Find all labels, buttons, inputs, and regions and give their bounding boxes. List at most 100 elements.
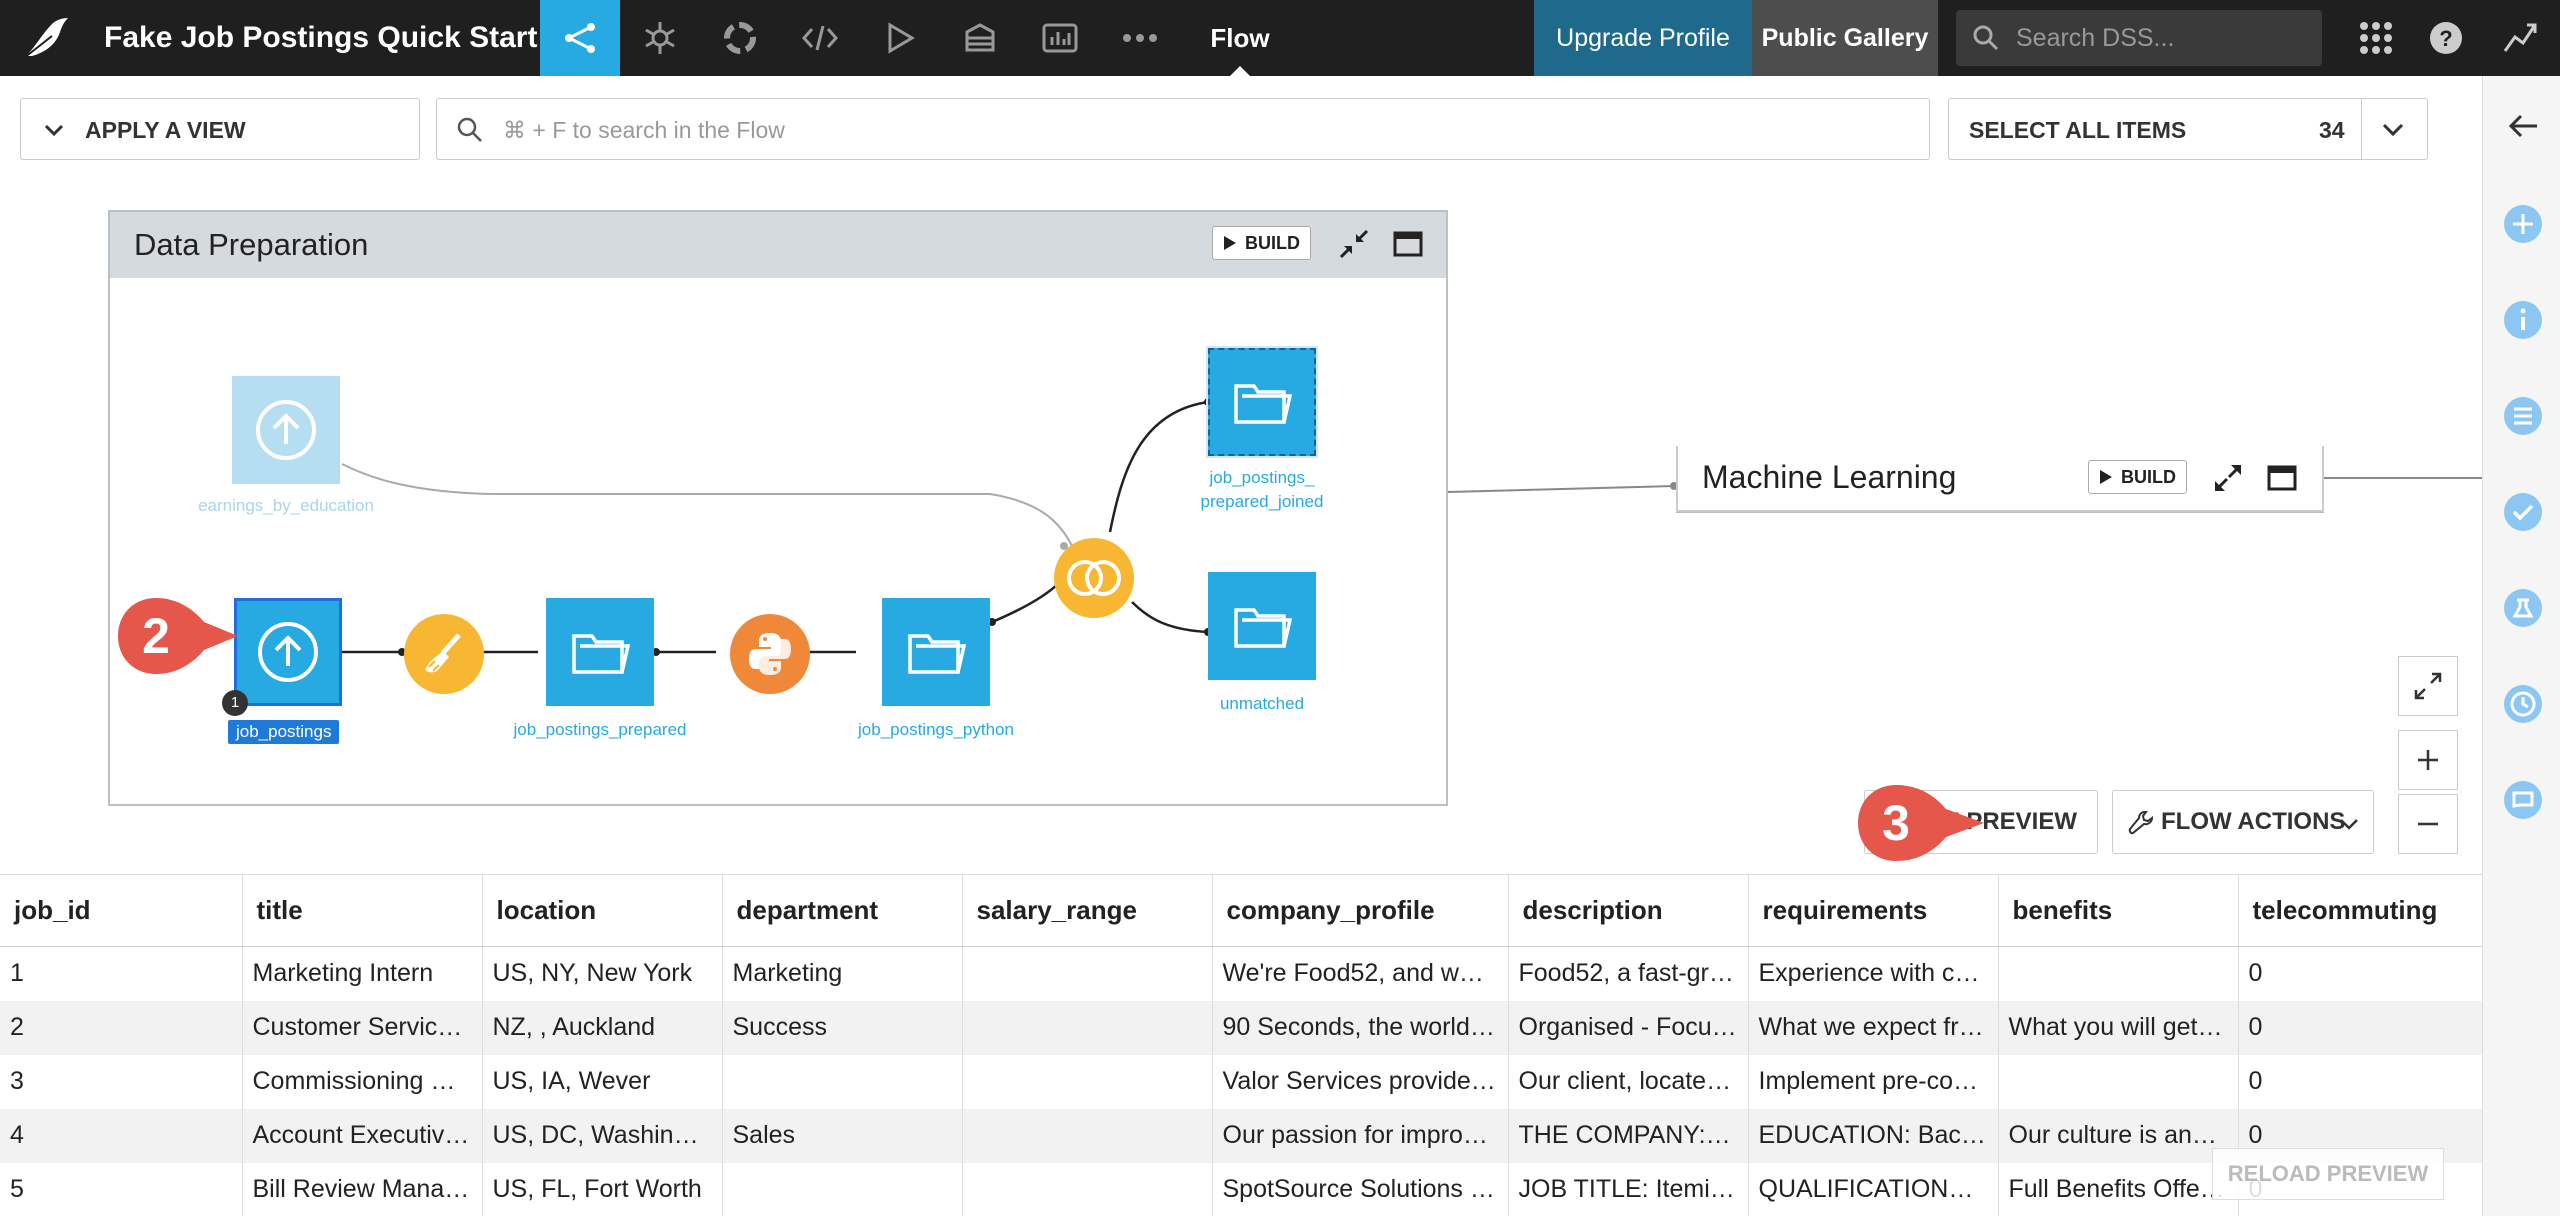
- code-icon[interactable]: [780, 0, 860, 76]
- dataset-job-postings[interactable]: [234, 598, 342, 706]
- table-cell: 90 Seconds, the worlds Cloud Video Produ…: [1212, 1000, 1509, 1055]
- table-cell: Experience with content: [1748, 946, 1999, 1001]
- current-page-flow[interactable]: Flow: [1210, 23, 1270, 53]
- table-cell: [1998, 1054, 2239, 1109]
- fit-to-screen-icon[interactable]: [2398, 656, 2458, 716]
- activity-chart-icon[interactable]: [2496, 14, 2544, 62]
- dataset-unmatched[interactable]: [1208, 572, 1316, 680]
- column-header[interactable]: description: [1508, 874, 1749, 947]
- search-icon: [457, 117, 482, 142]
- history-clock-icon[interactable]: [2503, 684, 2543, 724]
- table-cell: Our client, located in Houston: [1508, 1054, 1749, 1109]
- column-header[interactable]: salary_range: [962, 874, 1213, 947]
- column-header[interactable]: telecommuting: [2238, 874, 2482, 947]
- table-cell: What you will get from us: [1998, 1000, 2239, 1055]
- apps-grid-icon[interactable]: [2352, 14, 2400, 62]
- flow-actions-button[interactable]: FLOW ACTIONS: [2112, 790, 2374, 854]
- select-all-items-button[interactable]: SELECT ALL ITEMS 34: [1948, 98, 2428, 160]
- dataset-label: job_postings: [228, 720, 340, 744]
- column-header[interactable]: title: [242, 874, 483, 947]
- datasets-icon[interactable]: [940, 0, 1020, 76]
- divider: [2361, 99, 2362, 159]
- join-recipe-icon[interactable]: [1054, 538, 1134, 618]
- prepare-recipe-brush-icon[interactable]: [404, 614, 484, 694]
- dataiku-bird-logo[interactable]: [22, 16, 72, 60]
- discussion-badge[interactable]: 1: [222, 690, 248, 716]
- dataset-label: job_postings_python: [858, 720, 1014, 739]
- dataset-label: unmatched: [1219, 694, 1305, 713]
- table-cell: Food52, a fast-growing: [1508, 946, 1749, 1001]
- table-cell: THE COMPANY: ESRI: [1508, 1108, 1749, 1163]
- column-header[interactable]: benefits: [1998, 874, 2239, 947]
- table-row[interactable]: 4 Account Executive - Washington DC US, …: [0, 1108, 2482, 1163]
- table-cell: [962, 1162, 1213, 1216]
- table-cell: EDUCATION: Bachelor's: [1748, 1108, 1999, 1163]
- column-header[interactable]: job_id: [0, 874, 243, 947]
- search-icon: [1973, 25, 1999, 51]
- table-cell: QUALIFICATIONS: RN license: [1748, 1162, 1999, 1216]
- back-arrow-icon[interactable]: [2503, 106, 2543, 146]
- dataset-earnings-by-education[interactable]: [232, 376, 340, 484]
- collapse-icon[interactable]: [1334, 224, 1374, 264]
- table-cell: Full Benefits Offered: [1998, 1162, 2239, 1216]
- dataset-job-postings-python[interactable]: [882, 598, 990, 706]
- dashboard-icon[interactable]: [1020, 0, 1100, 76]
- zone-build-button[interactable]: BUILD: [1212, 226, 1311, 260]
- public-gallery-button[interactable]: Public Gallery: [1752, 0, 1938, 76]
- play-icon: [2100, 470, 2112, 484]
- chevron-down-icon[interactable]: [2381, 121, 2405, 139]
- info-icon[interactable]: [2503, 300, 2543, 340]
- table-cell: US, DC, Washington: [482, 1108, 723, 1163]
- table-cell: US, NY, New York: [482, 946, 723, 1001]
- zone-title: Data Preparation: [134, 227, 369, 262]
- discussions-icon[interactable]: [2503, 780, 2543, 820]
- zone-machine-learning[interactable]: Machine Learning BUILD: [1676, 446, 2324, 512]
- table-cell: Implement pre-commissioning: [1748, 1054, 1999, 1109]
- column-header[interactable]: requirements: [1748, 874, 1999, 947]
- table-cell: 4: [0, 1108, 243, 1163]
- maximize-window-icon[interactable]: [1388, 224, 1428, 264]
- table-cell: [962, 946, 1213, 1001]
- python-recipe-icon[interactable]: [730, 614, 810, 694]
- flow-actions-label: FLOW ACTIONS: [2161, 808, 2346, 835]
- global-search-placeholder: Search DSS...: [2016, 24, 2175, 52]
- maximize-window-icon[interactable]: [2262, 458, 2302, 498]
- dataset-job-postings-prepared[interactable]: [546, 598, 654, 706]
- table-row[interactable]: 2 Customer Service - Cloud Video Product…: [0, 1000, 2482, 1055]
- zoom-in-icon[interactable]: [2398, 730, 2458, 790]
- help-icon[interactable]: ?: [2422, 14, 2470, 62]
- table-row[interactable]: 5 Bill Review Manager US, FL, Fort Worth…: [0, 1162, 2482, 1216]
- deploy-icon[interactable]: [700, 0, 780, 76]
- table-cell: 3: [0, 1054, 243, 1109]
- chevron-down-icon: [44, 124, 64, 137]
- flow-search-input[interactable]: ⌘ + F to search in the Flow: [436, 98, 1930, 160]
- more-icon[interactable]: [1100, 0, 1180, 76]
- table-cell: [962, 1108, 1213, 1163]
- table-cell: [1998, 946, 2239, 1001]
- table-row[interactable]: 1 Marketing Intern US, NY, New York Mark…: [0, 946, 2482, 1001]
- details-list-icon[interactable]: [2503, 396, 2543, 436]
- column-header[interactable]: company_profile: [1212, 874, 1509, 947]
- column-header[interactable]: location: [482, 874, 723, 947]
- zoom-out-icon[interactable]: [2398, 794, 2458, 854]
- global-search-input[interactable]: Search DSS...: [1956, 10, 2322, 66]
- lab-flask-icon[interactable]: [2503, 588, 2543, 628]
- table-row[interactable]: 3 Commissioning Machinery Assistant (CMA…: [0, 1054, 2482, 1109]
- zone-build-button[interactable]: BUILD: [2088, 460, 2187, 494]
- table-header-row: job_id title location department salary_…: [0, 874, 2482, 947]
- expand-icon[interactable]: [2208, 458, 2248, 498]
- callout-step-3: 3: [1856, 783, 1996, 868]
- reload-preview-button[interactable]: RELOAD PREVIEW: [2212, 1148, 2444, 1200]
- checkmark-icon[interactable]: [2503, 492, 2543, 532]
- add-icon[interactable]: [2503, 204, 2543, 244]
- column-header[interactable]: department: [722, 874, 963, 947]
- zone-data-preparation[interactable]: Data Preparation BUILD earn: [108, 210, 1448, 806]
- upgrade-profile-button[interactable]: Upgrade Profile: [1534, 0, 1752, 76]
- project-title[interactable]: Fake Job Postings Quick Start: [104, 21, 538, 54]
- dataset-job-postings-prepared-joined[interactable]: [1206, 346, 1318, 458]
- flow-icon[interactable]: [540, 0, 620, 76]
- run-icon[interactable]: [860, 0, 940, 76]
- lab-icon[interactable]: [620, 0, 700, 76]
- build-label: BUILD: [1245, 232, 1300, 253]
- apply-view-button[interactable]: APPLY A VIEW: [20, 98, 420, 160]
